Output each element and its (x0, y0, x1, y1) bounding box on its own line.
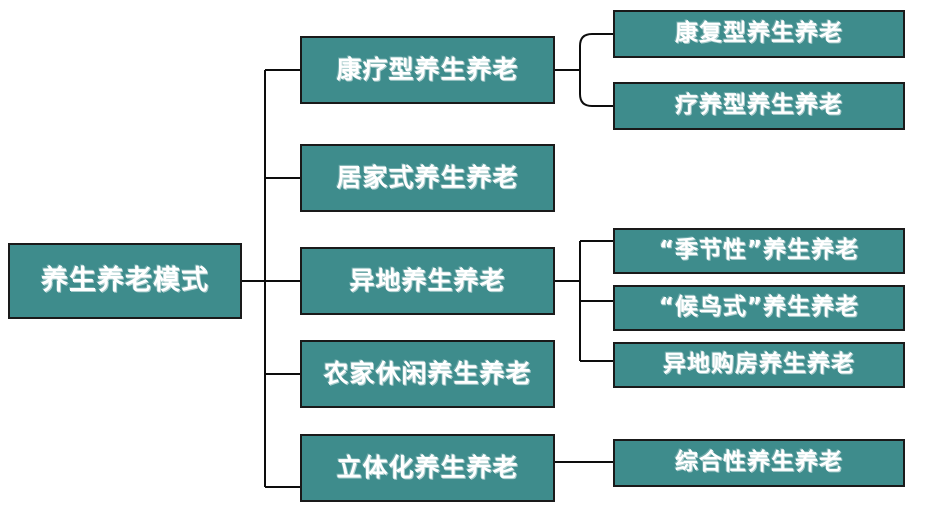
node-kangfuxing-label: 康复型养生养老 (675, 20, 843, 47)
node-yidigoufang-label: 异地购房养生养老 (663, 351, 855, 378)
node-houniaoshi-label: “候鸟式”养生养老 (658, 294, 860, 321)
node-nongjia-label: 农家休闲养生养老 (323, 359, 532, 389)
connector-kangliao-trunk (579, 33, 613, 107)
node-kangliao[interactable]: 康疗型养生养老 (300, 36, 555, 104)
node-kangliao-label: 康疗型养生养老 (336, 55, 519, 85)
node-kangfuxing[interactable]: 康复型养生养老 (613, 10, 905, 58)
node-liti-label: 立体化养生养老 (336, 453, 519, 483)
node-root[interactable]: 养生养老模式 (8, 243, 242, 319)
node-yidi[interactable]: 异地养生养老 (300, 247, 555, 315)
node-liaoyangxing-label: 疗养型养生养老 (675, 92, 843, 119)
node-yidigoufang[interactable]: 异地购房养生养老 (613, 342, 905, 388)
node-zonghexing-label: 综合性养生养老 (675, 449, 843, 476)
node-houniaoshi[interactable]: “候鸟式”养生养老 (613, 285, 905, 331)
node-liaoyangxing[interactable]: 疗养型养生养老 (613, 82, 905, 130)
node-nongjia[interactable]: 农家休闲养生养老 (300, 340, 555, 408)
node-yidi-label: 异地养生养老 (349, 266, 506, 296)
node-jijiexing-label: “季节性”养生养老 (658, 237, 860, 264)
node-jujia-label: 居家式养生养老 (336, 163, 519, 193)
node-jujia[interactable]: 居家式养生养老 (300, 144, 555, 212)
node-root-label: 养生养老模式 (41, 265, 209, 297)
node-liti[interactable]: 立体化养生养老 (300, 434, 555, 502)
node-jijiexing[interactable]: “季节性”养生养老 (613, 228, 905, 274)
node-zonghexing[interactable]: 综合性养生养老 (613, 439, 905, 487)
